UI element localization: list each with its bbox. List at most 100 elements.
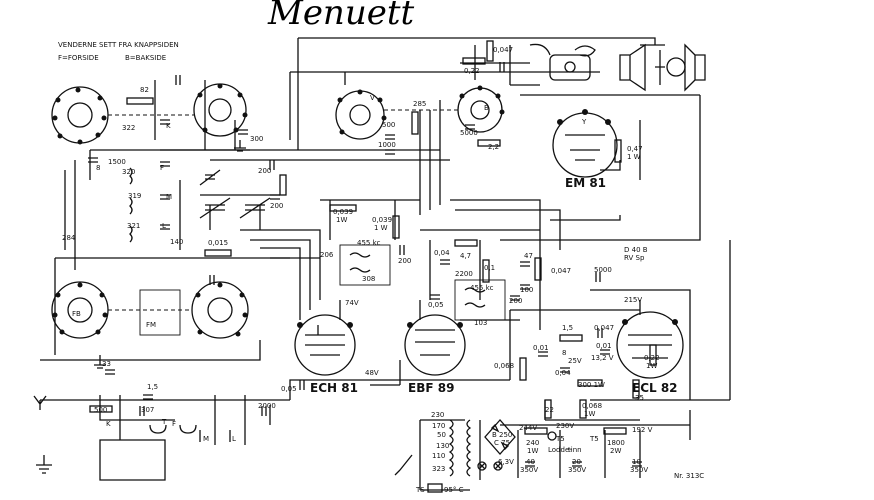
component-label-c-350vb: 350V (568, 466, 586, 474)
component-label-c-1800: 1800 (607, 439, 625, 447)
component-label-c-95c: 95° C (444, 486, 464, 494)
if-transformers (129, 167, 506, 477)
component-label-c-022b: 0,22 (644, 354, 660, 362)
component-label-c-001a: 0,01 (533, 344, 549, 352)
component-label-c-0047a: 0,047 (551, 267, 571, 275)
component-label-c-319: 319 (128, 192, 141, 200)
component-label-c-t5b: T5 (589, 435, 599, 443)
component-label-c-33: 33 (102, 360, 111, 368)
thermal-fuse (394, 454, 443, 493)
component-label-c-284: 284 (62, 234, 76, 242)
component-label-c-y-em: Y (581, 118, 587, 126)
component-label-c-200c: 200 (398, 257, 411, 265)
component-label-c-40a: 40 (526, 458, 535, 466)
component-label-c-230v: 230V (556, 422, 574, 430)
component-label-c-321: 321 (127, 222, 140, 230)
component-label-c-t5a: T5 (555, 435, 565, 443)
tube-ech81 (294, 314, 356, 376)
component-label-c-1wb: 1 W (374, 224, 388, 232)
tube-ebf89 (404, 314, 466, 376)
component-label-c-0068a: 0,068 (494, 362, 514, 370)
component-label-c-l2: L (232, 435, 236, 443)
component-label-c-1w2: 1W (527, 447, 538, 455)
component-label-c-455a: 455 kc (357, 239, 381, 247)
component-label-c-k1: K (166, 122, 171, 130)
component-label-c-t: T (161, 418, 167, 426)
component-label-c-b-sw: B (484, 104, 489, 112)
component-label-c-1we: 1W (584, 410, 595, 418)
legend-bakside: B=BAKSIDE (125, 54, 166, 62)
component-label-c-f: F (160, 164, 164, 172)
component-label-c-244v: 244V (519, 424, 537, 432)
component-label-c-82: 82 (140, 86, 149, 94)
component-label-c-tinn: tinn (568, 446, 582, 454)
component-label-c-47a: 4,7 (460, 252, 471, 260)
phono-pickup (529, 43, 596, 81)
component-label-c-0047c: 0,047 (594, 324, 614, 332)
component-label-c-215v: 215V (624, 296, 642, 304)
component-label-c-15a: 1,5 (562, 324, 573, 332)
component-label-c-350vc: 350V (630, 466, 648, 474)
component-label-c-50: 50 (437, 431, 446, 439)
component-label-c-200a: 200 (258, 167, 271, 175)
speaker (619, 43, 706, 92)
component-label-c-d40b: D 40 B (624, 246, 648, 254)
component-label-c-fm: FM (146, 321, 156, 329)
component-label-c-74v: 74V (345, 299, 359, 307)
component-label-c-500b: 500 (94, 406, 107, 414)
component-label-c-308: 308 (362, 275, 375, 283)
component-label-c-001b: 0,01 (596, 342, 612, 350)
component-label-c-300b: 300 1W (578, 381, 605, 389)
component-label-c-323: 323 (432, 465, 445, 473)
component-label-c-b250: B 250 (492, 431, 512, 439)
component-label-c-005a: 0,05 (428, 301, 444, 309)
component-label-c-500a: 500 (382, 121, 395, 129)
component-label-c-2200: 2200 (455, 270, 473, 278)
component-label-c-103: 103 (474, 319, 487, 327)
component-label-c-c75: C 75 (494, 439, 510, 447)
legend-line-1: VENDERNE SETT FRA KNAPPSIDEN (58, 41, 179, 49)
component-label-c-300: 300 (250, 135, 263, 143)
switch-contacts (52, 83, 505, 337)
component-label-c-ts: TS (415, 486, 425, 494)
component-label-c-285: 285 (413, 100, 426, 108)
diagram-title: Menuett (267, 0, 415, 33)
component-label-c-m1: M (166, 193, 172, 201)
tube-label-ebf89: EBF 89 (408, 381, 454, 395)
component-label-c-22b: 22 (545, 406, 554, 414)
component-label-c-0068b: 0,068 (582, 402, 602, 410)
component-label-c-1500: 1500 (108, 158, 126, 166)
component-label-c-004: 0,04 (434, 249, 450, 257)
component-label-c-0039a: 0,039 (333, 208, 353, 216)
tube-label-ecl82: ECL 82 (632, 381, 678, 395)
component-label-c-25v: 25V (568, 357, 582, 365)
switch-linkages (108, 109, 458, 311)
component-label-c-m2: M (203, 435, 209, 443)
component-label-c-rvsp: RV Sp (624, 254, 645, 262)
wiring (40, 37, 731, 491)
antenna-symbol (33, 395, 47, 410)
component-label-c-206: 206 (320, 251, 334, 259)
component-label-c-005b: 0,05 (281, 385, 297, 393)
legend-forside: F=FORSIDE (58, 54, 99, 62)
pilot-lamps (477, 431, 557, 471)
component-label-c-1wc: 1 W (627, 153, 641, 161)
component-label-c-0039b: 0,039 (372, 216, 392, 224)
tuning-capacitors (199, 169, 271, 219)
component-label-c-48v: 48V (365, 369, 379, 377)
tube-em81 (552, 109, 618, 178)
component-label-c-047: 0,47 (627, 145, 643, 153)
component-label-c-1000: 1000 (378, 141, 396, 149)
component-label-c-170: 170 (432, 422, 445, 430)
component-label-c-322: 322 (122, 124, 135, 132)
component-label-c-8b: 8 (562, 349, 566, 357)
component-label-c-1wa: 1W (336, 216, 347, 224)
component-label-c-004b: 0,04 (555, 369, 571, 377)
tube-label-ech81: ECH 81 (310, 381, 358, 395)
component-label-c-200d: 200 (509, 297, 522, 305)
component-label-c-v-tube: V (370, 94, 375, 102)
component-label-c-35: 35 (635, 394, 644, 402)
component-label-c-22a: 2,2 (488, 143, 499, 151)
